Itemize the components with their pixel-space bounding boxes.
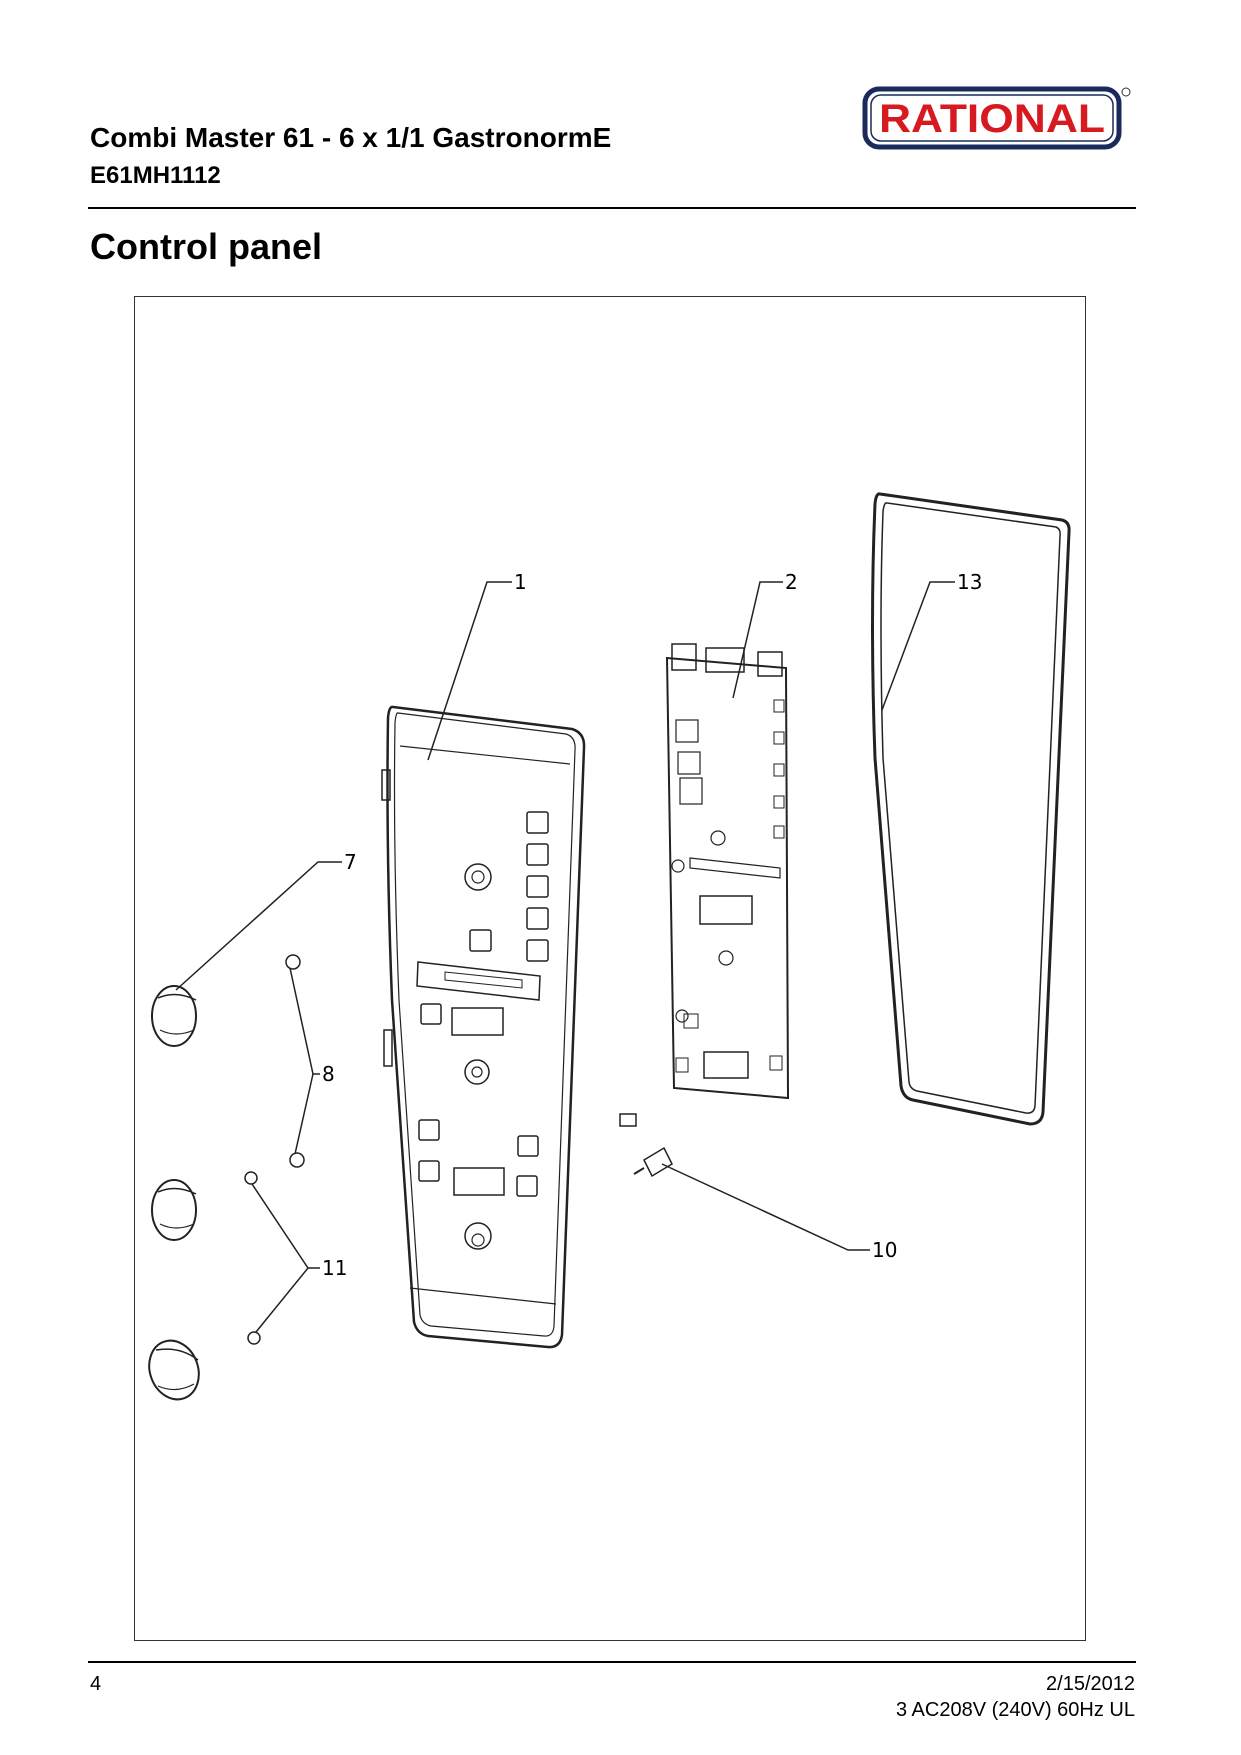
callout-1: 1 [514, 570, 527, 594]
callout-8: 8 [322, 1062, 335, 1086]
washer [289, 1152, 305, 1168]
diagram-frame [134, 296, 1086, 1641]
footer-rule [88, 1661, 1136, 1663]
front-panel [381, 705, 586, 1349]
footer-voltage: 3 AC208V (240V) 60Hz UL [895, 1699, 1135, 1721]
callout-10: 10 [872, 1238, 897, 1262]
circuit-board [665, 643, 790, 1100]
callout-2: 2 [785, 570, 798, 594]
rational-logo: RATIONAL [862, 86, 1131, 150]
document-title: Combi Master 61 - 6 x 1/1 GastronormE [90, 122, 612, 153]
logo-text: RATIONAL [879, 97, 1105, 141]
knob [151, 1179, 197, 1241]
callout-13: 13 [957, 570, 982, 594]
callout-7: 7 [344, 850, 357, 874]
callout-11: 11 [322, 1256, 347, 1280]
gasket-frame [871, 492, 1071, 1126]
knob [151, 985, 197, 1047]
section-title: Control panel [90, 226, 322, 267]
model-number: E61MH1112 [90, 162, 221, 189]
rotary-encoder [619, 1113, 673, 1178]
knob [148, 1339, 200, 1401]
footer-date: 2/15/2012 [1046, 1673, 1135, 1695]
washer [247, 1331, 261, 1345]
header-rule [88, 207, 1136, 209]
washer [285, 954, 301, 970]
page-number: 4 [90, 1673, 102, 1695]
washer [244, 1171, 258, 1185]
